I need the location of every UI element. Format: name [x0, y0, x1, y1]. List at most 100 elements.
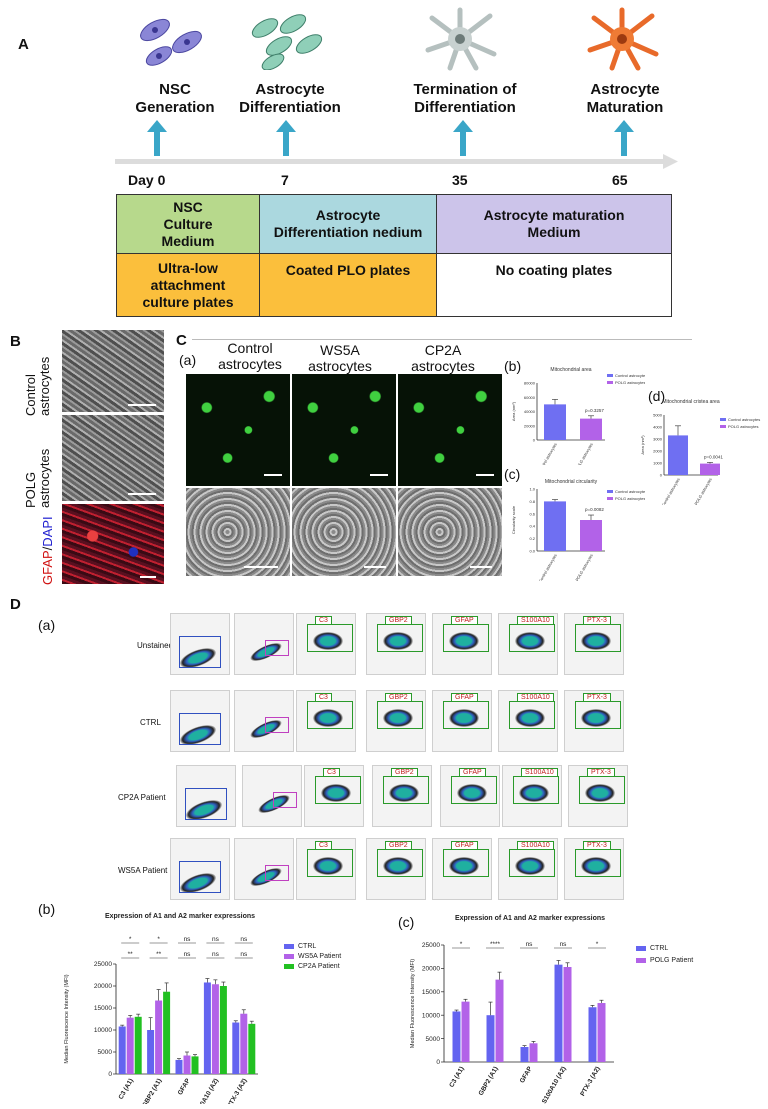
- flow-gate: [513, 776, 559, 804]
- flow-plot: GFAP: [432, 613, 492, 675]
- significance-label: ****: [490, 941, 501, 948]
- y-tick-label: 20000: [524, 423, 536, 428]
- bar: [544, 501, 566, 551]
- legend-label: Control astrocytes: [615, 489, 645, 494]
- p-value-annotation: p=0.0041: [704, 454, 723, 459]
- flow-event-cloud: [515, 709, 545, 727]
- legend-label: POLG astrocytes: [615, 496, 645, 501]
- legend-label: Control astrocytes: [728, 417, 760, 422]
- bar: [668, 435, 688, 475]
- flow-gate: [383, 776, 429, 804]
- flow-gate: [575, 624, 621, 652]
- significance-label: **: [156, 951, 162, 958]
- scale-bar: [364, 566, 386, 568]
- flow-plot: [234, 690, 294, 752]
- bar: [147, 1030, 155, 1074]
- flow-event-cloud: [383, 632, 413, 650]
- y-tick-label: 0.2: [529, 536, 535, 541]
- chart-title: Mitochondrial circularity: [545, 479, 598, 485]
- x-tick-label: GFAP: [177, 1077, 192, 1096]
- y-axis-label: Circularity scale: [511, 505, 516, 534]
- flow-gate: [509, 701, 555, 729]
- x-tick-label: POLG astrocytes: [693, 477, 713, 505]
- significance-label: ns: [212, 936, 220, 943]
- y-tick-label: 5000: [426, 1036, 441, 1043]
- legend-swatch: [607, 497, 613, 500]
- panel-label-d-b: (b): [38, 901, 56, 917]
- flow-plot: GFAP: [432, 838, 492, 900]
- legend-swatch: [636, 958, 646, 963]
- chart-mito-circularity: Mitochondrial circularity0.00.20.40.60.8…: [511, 479, 645, 581]
- day-0-label: Day 0: [128, 172, 166, 188]
- y-tick-label: 20000: [422, 966, 440, 973]
- y-tick-label: 5000: [98, 1049, 113, 1056]
- x-tick-label: GBP2 (A1): [478, 1066, 500, 1097]
- chart-cristae-area: Mitochondrial cristea area01000200030004…: [640, 399, 760, 505]
- bar: [118, 1026, 126, 1074]
- legend-swatch: [720, 425, 726, 428]
- significance-label: ns: [240, 951, 248, 958]
- flow-plot: C3: [296, 838, 356, 900]
- p-value-annotation: p=0.0082: [585, 507, 604, 512]
- flow-plot: GBP2: [366, 838, 426, 900]
- legend-label: Control astrocytes: [615, 373, 645, 378]
- flow-plot: PTX-3: [564, 613, 624, 675]
- legend-label: CP2A Patient: [298, 963, 340, 970]
- flow-event-cloud: [449, 857, 479, 875]
- flow-marker-label: PTX-3: [587, 768, 615, 777]
- x-tick-label: POLG astrocytes: [574, 442, 594, 465]
- flow-marker-label: PTX-3: [583, 616, 611, 625]
- flow-gate: [265, 865, 289, 881]
- bar: [580, 418, 602, 440]
- flow-gate: [575, 849, 621, 877]
- flow-gate: [443, 624, 489, 652]
- flow-event-cloud: [457, 784, 487, 802]
- scale-bar: [370, 474, 388, 476]
- flow-marker-label: C3: [323, 768, 340, 777]
- flow-plot: S100A10: [502, 765, 562, 827]
- bar: [700, 463, 720, 475]
- x-tick-label: S100A10 (A2): [541, 1066, 568, 1105]
- bar: [452, 1011, 461, 1062]
- plate-uncoated-cell: No coating plates: [436, 253, 672, 317]
- scale-bar: [140, 576, 156, 578]
- y-tick-label: 1.0: [529, 487, 535, 492]
- bar: [191, 1056, 199, 1074]
- control-em-image: [186, 488, 290, 576]
- legend-swatch: [284, 954, 294, 959]
- panel-label-d-c: (c): [398, 914, 415, 930]
- flow-marker-label: S100A10: [517, 616, 554, 625]
- y-tick-label: 4000: [653, 425, 663, 430]
- bar: [563, 966, 572, 1062]
- flow-marker-label: S100A10: [521, 768, 558, 777]
- flow-marker-label: C3: [315, 616, 332, 625]
- flow-plot: [234, 838, 294, 900]
- bar: [155, 1000, 163, 1074]
- differentiating-cells-icon: [251, 14, 323, 70]
- flow-event-cloud: [519, 784, 549, 802]
- bar: [495, 979, 504, 1062]
- flow-plot: [176, 765, 236, 827]
- cp2a-em-image: [398, 488, 502, 576]
- panel-label-c: C: [176, 332, 187, 349]
- legend-label: POLG astrocytes: [728, 424, 758, 429]
- flow-marker-label: GBP2: [385, 616, 412, 625]
- p-value-annotation: p=0.3257: [585, 408, 604, 413]
- x-tick-label: GFAP: [519, 1065, 534, 1084]
- flow-marker-label: GBP2: [385, 841, 412, 850]
- significance-label: ns: [560, 941, 568, 948]
- flow-marker-label: GFAP: [459, 768, 486, 777]
- flow-plot: GFAP: [432, 690, 492, 752]
- panel-label-c-b: (b): [504, 358, 522, 374]
- flow-marker-label: GFAP: [451, 841, 478, 850]
- flow-marker-label: GBP2: [385, 693, 412, 702]
- flow-event-cloud: [581, 632, 611, 650]
- significance-label: ns: [212, 951, 220, 958]
- control-brightfield-image: [62, 330, 164, 412]
- flow-marker-label: S100A10: [517, 693, 554, 702]
- bar: [183, 1055, 191, 1074]
- y-axis-label: Median Fluorescence Intensity (MFI): [64, 974, 70, 1063]
